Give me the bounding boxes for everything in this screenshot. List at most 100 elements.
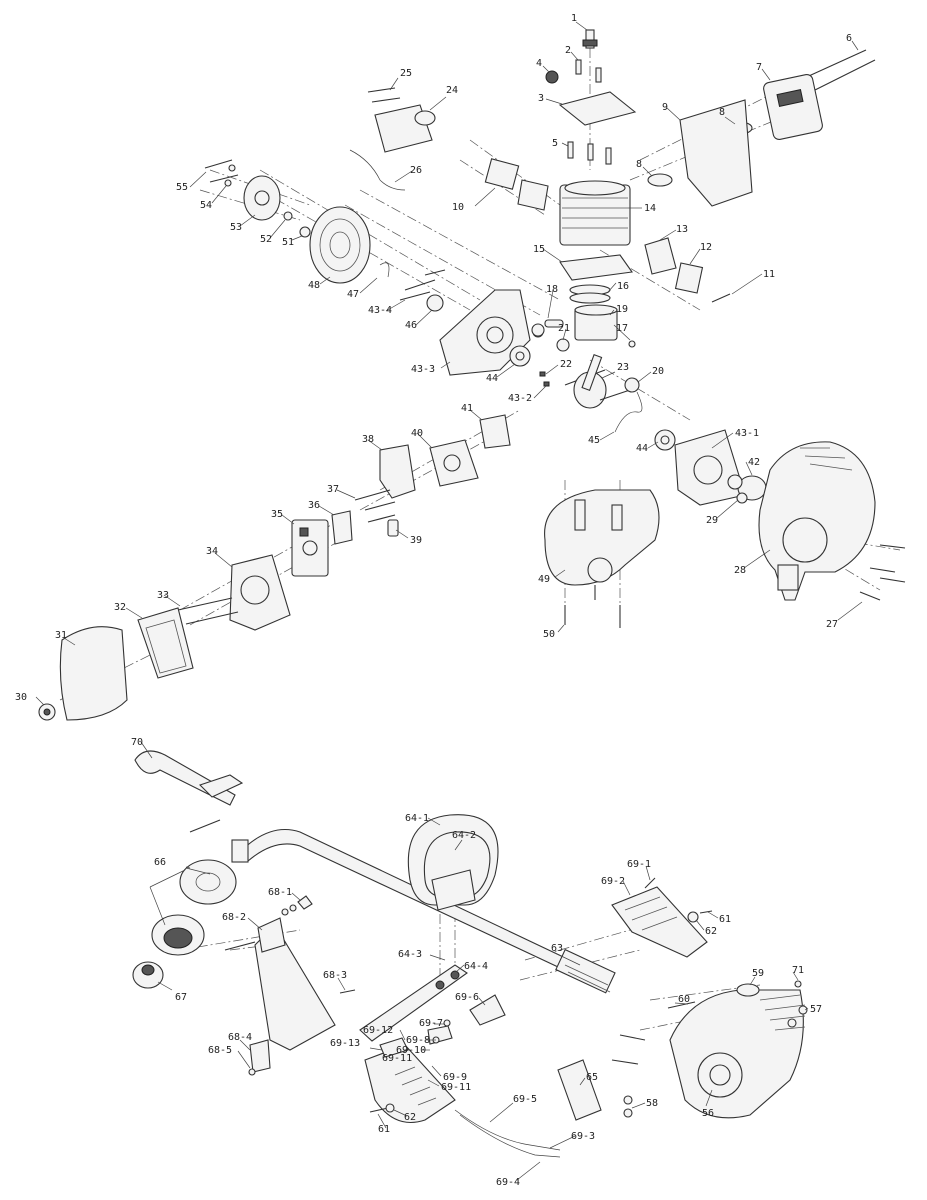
label-64-2: 64-2 bbox=[452, 830, 476, 841]
clip-17 bbox=[628, 340, 636, 348]
bearing-44-right-core bbox=[660, 435, 670, 445]
label-14: 14 bbox=[644, 203, 656, 214]
label-61-lower: 61 bbox=[378, 1124, 390, 1135]
label-60: 60 bbox=[678, 994, 690, 1005]
label-10: 10 bbox=[452, 202, 464, 213]
part-labels: 1 2 4 3 5 6 7 8 9 8 10 14 13 12 11 15 16… bbox=[15, 13, 852, 1188]
debris-guard bbox=[249, 917, 336, 1073]
spark-plug bbox=[582, 29, 598, 49]
label-32: 32 bbox=[114, 602, 126, 613]
handle-nut bbox=[450, 970, 460, 980]
label-29: 29 bbox=[706, 515, 718, 526]
label-52: 52 bbox=[260, 234, 272, 245]
gasket-36 bbox=[331, 510, 353, 545]
label-15: 15 bbox=[533, 244, 545, 255]
guard-screw-68-5 bbox=[248, 1068, 256, 1076]
label-69-5: 69-5 bbox=[513, 1094, 537, 1105]
label-69-1: 69-1 bbox=[627, 859, 651, 870]
label-47: 47 bbox=[347, 289, 359, 300]
label-64-4: 64-4 bbox=[464, 961, 488, 972]
piston-ring-lower bbox=[569, 292, 611, 304]
label-69-11-b: 69-11 bbox=[441, 1082, 471, 1093]
screw-60 bbox=[667, 1001, 696, 1009]
cover-knob-center bbox=[43, 708, 51, 716]
label-69-9: 69-9 bbox=[443, 1072, 467, 1083]
washer-52 bbox=[283, 211, 293, 221]
label-1: 1 bbox=[571, 13, 577, 24]
label-25: 25 bbox=[400, 68, 412, 79]
label-59: 59 bbox=[752, 968, 764, 979]
label-68-5: 68-5 bbox=[208, 1045, 232, 1056]
shaft-end-cap bbox=[231, 839, 249, 863]
label-69-4: 69-4 bbox=[496, 1177, 520, 1188]
clutch-shoes bbox=[243, 175, 281, 221]
throttle-trigger bbox=[469, 994, 506, 1026]
air-filter-cover bbox=[59, 626, 128, 721]
label-69-12: 69-12 bbox=[363, 1025, 393, 1036]
screw-58b bbox=[623, 1108, 633, 1118]
label-40: 40 bbox=[411, 428, 423, 439]
label-7: 7 bbox=[756, 62, 762, 73]
handle-screw-61 bbox=[369, 1107, 389, 1113]
label-42: 42 bbox=[748, 457, 760, 468]
clutch-bolts bbox=[204, 159, 239, 187]
guard-wingnut bbox=[297, 895, 313, 910]
label-22: 22 bbox=[560, 359, 572, 370]
label-46: 46 bbox=[405, 320, 417, 331]
label-20: 20 bbox=[652, 366, 664, 377]
bump-knob bbox=[132, 961, 164, 989]
seal-20 bbox=[624, 377, 640, 393]
bearing-46 bbox=[426, 294, 444, 312]
fuel-cap bbox=[736, 983, 760, 997]
crankcase-right bbox=[674, 429, 746, 506]
air-filter-inner bbox=[145, 619, 187, 674]
spring-69-7 bbox=[443, 1019, 451, 1027]
label-21: 21 bbox=[558, 323, 570, 334]
label-43-1: 43-1 bbox=[735, 428, 759, 439]
fan-housing bbox=[758, 441, 876, 601]
engine-housing bbox=[669, 989, 806, 1119]
label-70: 70 bbox=[131, 737, 143, 748]
bearing-44-left-core bbox=[515, 351, 525, 361]
handle-nut-62 bbox=[385, 1103, 395, 1113]
label-30: 30 bbox=[15, 692, 27, 703]
shaft-sleeve bbox=[557, 1059, 602, 1121]
filter-bolts bbox=[177, 597, 239, 625]
label-56: 56 bbox=[702, 1108, 714, 1119]
cylinder-screws bbox=[567, 59, 612, 165]
label-3: 3 bbox=[538, 93, 544, 104]
label-64-3: 64-3 bbox=[398, 949, 422, 960]
label-17: 17 bbox=[616, 323, 628, 334]
label-39: 39 bbox=[410, 535, 422, 546]
screw-69-1 bbox=[644, 877, 656, 889]
label-66: 66 bbox=[154, 857, 166, 868]
screw-housing-a bbox=[619, 1034, 646, 1041]
ignition-wire bbox=[349, 149, 406, 191]
throttle-cable bbox=[454, 1109, 561, 1158]
crankcase-bolts bbox=[399, 269, 446, 301]
fuel-tank bbox=[544, 489, 660, 586]
label-44-left: 44 bbox=[486, 373, 498, 384]
label-63: 63 bbox=[551, 943, 563, 954]
label-13: 13 bbox=[676, 224, 688, 235]
label-16: 16 bbox=[617, 281, 629, 292]
bracket-38 bbox=[379, 444, 416, 499]
label-58: 58 bbox=[646, 1098, 658, 1109]
label-11: 11 bbox=[763, 269, 775, 280]
piston-pin bbox=[544, 319, 564, 328]
heat-shield bbox=[679, 99, 753, 207]
label-38: 38 bbox=[362, 434, 374, 445]
shaft-assembly bbox=[132, 750, 808, 1158]
seal-43-3 bbox=[531, 323, 545, 337]
label-51: 51 bbox=[282, 237, 294, 248]
label-4: 4 bbox=[536, 58, 542, 69]
label-41: 41 bbox=[461, 403, 473, 414]
label-26: 26 bbox=[410, 165, 422, 176]
label-43-2: 43-2 bbox=[508, 393, 532, 404]
label-44-right: 44 bbox=[636, 443, 648, 454]
label-54: 54 bbox=[200, 200, 212, 211]
crankcase-left bbox=[439, 289, 531, 376]
label-18: 18 bbox=[546, 284, 558, 295]
label-65: 65 bbox=[586, 1072, 598, 1083]
part-39 bbox=[387, 519, 399, 537]
